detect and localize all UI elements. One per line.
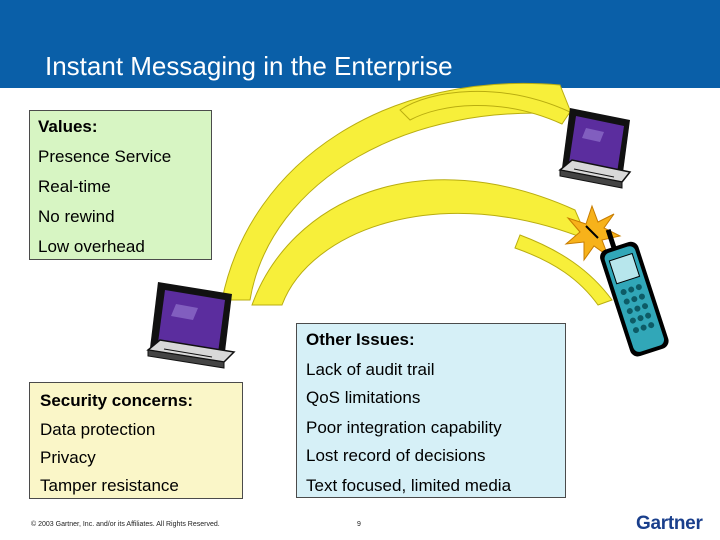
security-heading: Security concerns: bbox=[40, 391, 194, 410]
copyright-notice: © 2003 Gartner, Inc. and/or its Affiliat… bbox=[31, 521, 220, 528]
values-item: Low overhead bbox=[38, 237, 145, 256]
laptop-icon bbox=[146, 282, 236, 369]
slide-title: Instant Messaging in the Enterprise bbox=[45, 51, 453, 81]
wireless-beam-icon bbox=[221, 82, 613, 306]
values-item: No rewind bbox=[38, 207, 115, 226]
mobile-phone-icon bbox=[600, 229, 669, 357]
issues-heading: Other Issues: bbox=[306, 330, 415, 349]
values-box: Values: Presence Service Real-time No re… bbox=[29, 110, 212, 260]
laptop-icon bbox=[558, 108, 632, 189]
issues-item: Lost record of decisions bbox=[306, 446, 486, 465]
page-number: 9 bbox=[357, 521, 361, 528]
gartner-logo: Gartner bbox=[636, 513, 703, 534]
issues-item: Lack of audit trail bbox=[306, 360, 435, 379]
issues-item: Poor integration capability bbox=[306, 418, 502, 437]
security-item: Data protection bbox=[40, 420, 156, 439]
issues-item: Text focused, limited media bbox=[306, 476, 512, 495]
values-heading: Values: bbox=[38, 117, 98, 136]
other-issues-box: Other Issues: Lack of audit trail QoS li… bbox=[296, 323, 566, 498]
signal-burst-icon bbox=[564, 204, 622, 262]
security-item: Privacy bbox=[40, 448, 96, 467]
header-bar bbox=[0, 0, 720, 88]
values-item: Real-time bbox=[38, 177, 111, 196]
issues-item: QoS limitations bbox=[306, 388, 421, 407]
security-box: Security concerns: Data protection Priva… bbox=[29, 382, 243, 499]
security-item: Tamper resistance bbox=[40, 476, 179, 495]
values-item: Presence Service bbox=[38, 147, 172, 166]
